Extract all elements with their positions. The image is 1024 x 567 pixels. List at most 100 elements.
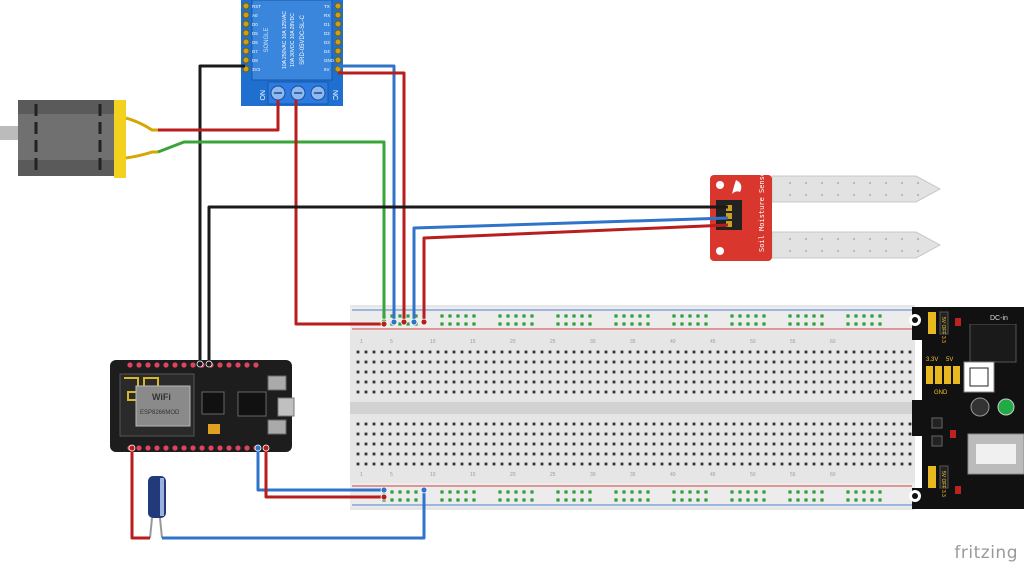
breadboard-hole	[868, 380, 872, 384]
breadboard-hole	[524, 432, 528, 436]
breadboard-hole	[804, 452, 808, 456]
breadboard-hole	[412, 390, 416, 394]
breadboard-hole	[812, 452, 816, 456]
breadboard-hole	[676, 462, 680, 466]
breadboard-hole	[364, 380, 368, 384]
breadboard-hole	[740, 442, 744, 446]
breadboard-hole	[612, 432, 616, 436]
smd-led	[950, 430, 956, 438]
breadboard-hole	[404, 422, 408, 426]
breadboard-hole	[644, 360, 648, 364]
rail-hole	[472, 322, 476, 326]
relay-pin	[242, 38, 250, 46]
breadboard-hole	[508, 432, 512, 436]
breadboard-hole	[740, 390, 744, 394]
mount-hole-center	[912, 493, 918, 499]
breadboard-hole	[740, 350, 744, 354]
rail-hole	[498, 322, 502, 326]
breadboard-hole	[572, 390, 576, 394]
breadboard-hole	[396, 360, 400, 364]
breadboard-hole	[852, 452, 856, 456]
rail-hole	[456, 322, 460, 326]
breadboard-hole	[756, 462, 760, 466]
breadboard-hole	[700, 452, 704, 456]
column-number: 35	[630, 472, 636, 478]
breadboard-hole	[508, 350, 512, 354]
column-number: 15	[470, 339, 476, 345]
jumper-bottom	[939, 465, 949, 489]
breadboard-hole	[868, 452, 872, 456]
breadboard-hole	[444, 442, 448, 446]
breadboard-hole	[476, 442, 480, 446]
breadboard-hole	[436, 360, 440, 364]
esp-pin	[136, 445, 142, 451]
rail-hole	[530, 490, 534, 494]
probe-dot	[821, 182, 823, 184]
breadboard-hole	[396, 462, 400, 466]
breadboard-hole	[564, 452, 568, 456]
breadboard-hole	[788, 390, 792, 394]
rail-hole	[796, 498, 800, 502]
breadboard-hole	[588, 390, 592, 394]
rail-hole	[788, 498, 792, 502]
breadboard-hole	[788, 432, 792, 436]
breadboard-hole	[372, 422, 376, 426]
breadboard-hole	[420, 390, 424, 394]
breadboard-hole	[580, 452, 584, 456]
rail-hole	[704, 322, 708, 326]
breadboard-hole	[644, 432, 648, 436]
breadboard-hole	[572, 452, 576, 456]
breadboard-hole	[892, 462, 896, 466]
esp-pin	[199, 445, 205, 451]
breadboard-hole	[588, 452, 592, 456]
breadboard-hole	[908, 360, 912, 364]
sensor-probe-top	[771, 175, 942, 203]
breadboard-hole	[524, 370, 528, 374]
breadboard-hole	[700, 442, 704, 446]
jumper-top	[928, 312, 936, 334]
dc-jack	[969, 323, 1017, 363]
breadboard-hole	[820, 370, 824, 374]
breadboard: 1155101015152020252530303535404045455050…	[350, 305, 915, 510]
rail-hole	[630, 498, 634, 502]
rail-hole	[530, 314, 534, 318]
rail-hole	[456, 314, 460, 318]
breadboard-hole	[684, 462, 688, 466]
breadboard-hole	[500, 432, 504, 436]
breadboard-hole	[812, 350, 816, 354]
breadboard-hole	[660, 360, 664, 364]
esp-shield-can	[135, 385, 191, 427]
breadboard-hole	[468, 380, 472, 384]
rail-hole	[564, 498, 568, 502]
breadboard-hole	[452, 380, 456, 384]
breadboard-hole	[412, 442, 416, 446]
rail-hole	[754, 498, 758, 502]
relay-pin-label: D4	[324, 49, 330, 54]
breadboard-hole	[372, 380, 376, 384]
rail-hole	[680, 498, 684, 502]
breadboard-hole	[540, 390, 544, 394]
breadboard-hole	[868, 432, 872, 436]
breadboard-hole	[772, 390, 776, 394]
breadboard-hole	[908, 350, 912, 354]
rail-hole	[638, 490, 642, 494]
rail-hole	[704, 314, 708, 318]
column-number: 5	[390, 339, 393, 345]
breadboard-hole	[532, 390, 536, 394]
probe-dot	[837, 250, 839, 252]
breadboard-hole	[828, 452, 832, 456]
rail-hole	[638, 314, 642, 318]
breadboard-hole	[620, 350, 624, 354]
breadboard-hole	[548, 360, 552, 364]
breadboard-hole	[908, 442, 912, 446]
breadboard-hole	[444, 390, 448, 394]
breadboard-hole	[756, 390, 760, 394]
breadboard-hole	[764, 462, 768, 466]
breadboard-hole	[428, 380, 432, 384]
breadboard-hole	[892, 370, 896, 374]
breadboard-hole	[380, 452, 384, 456]
breadboard-hole	[548, 370, 552, 374]
breadboard-hole	[420, 442, 424, 446]
